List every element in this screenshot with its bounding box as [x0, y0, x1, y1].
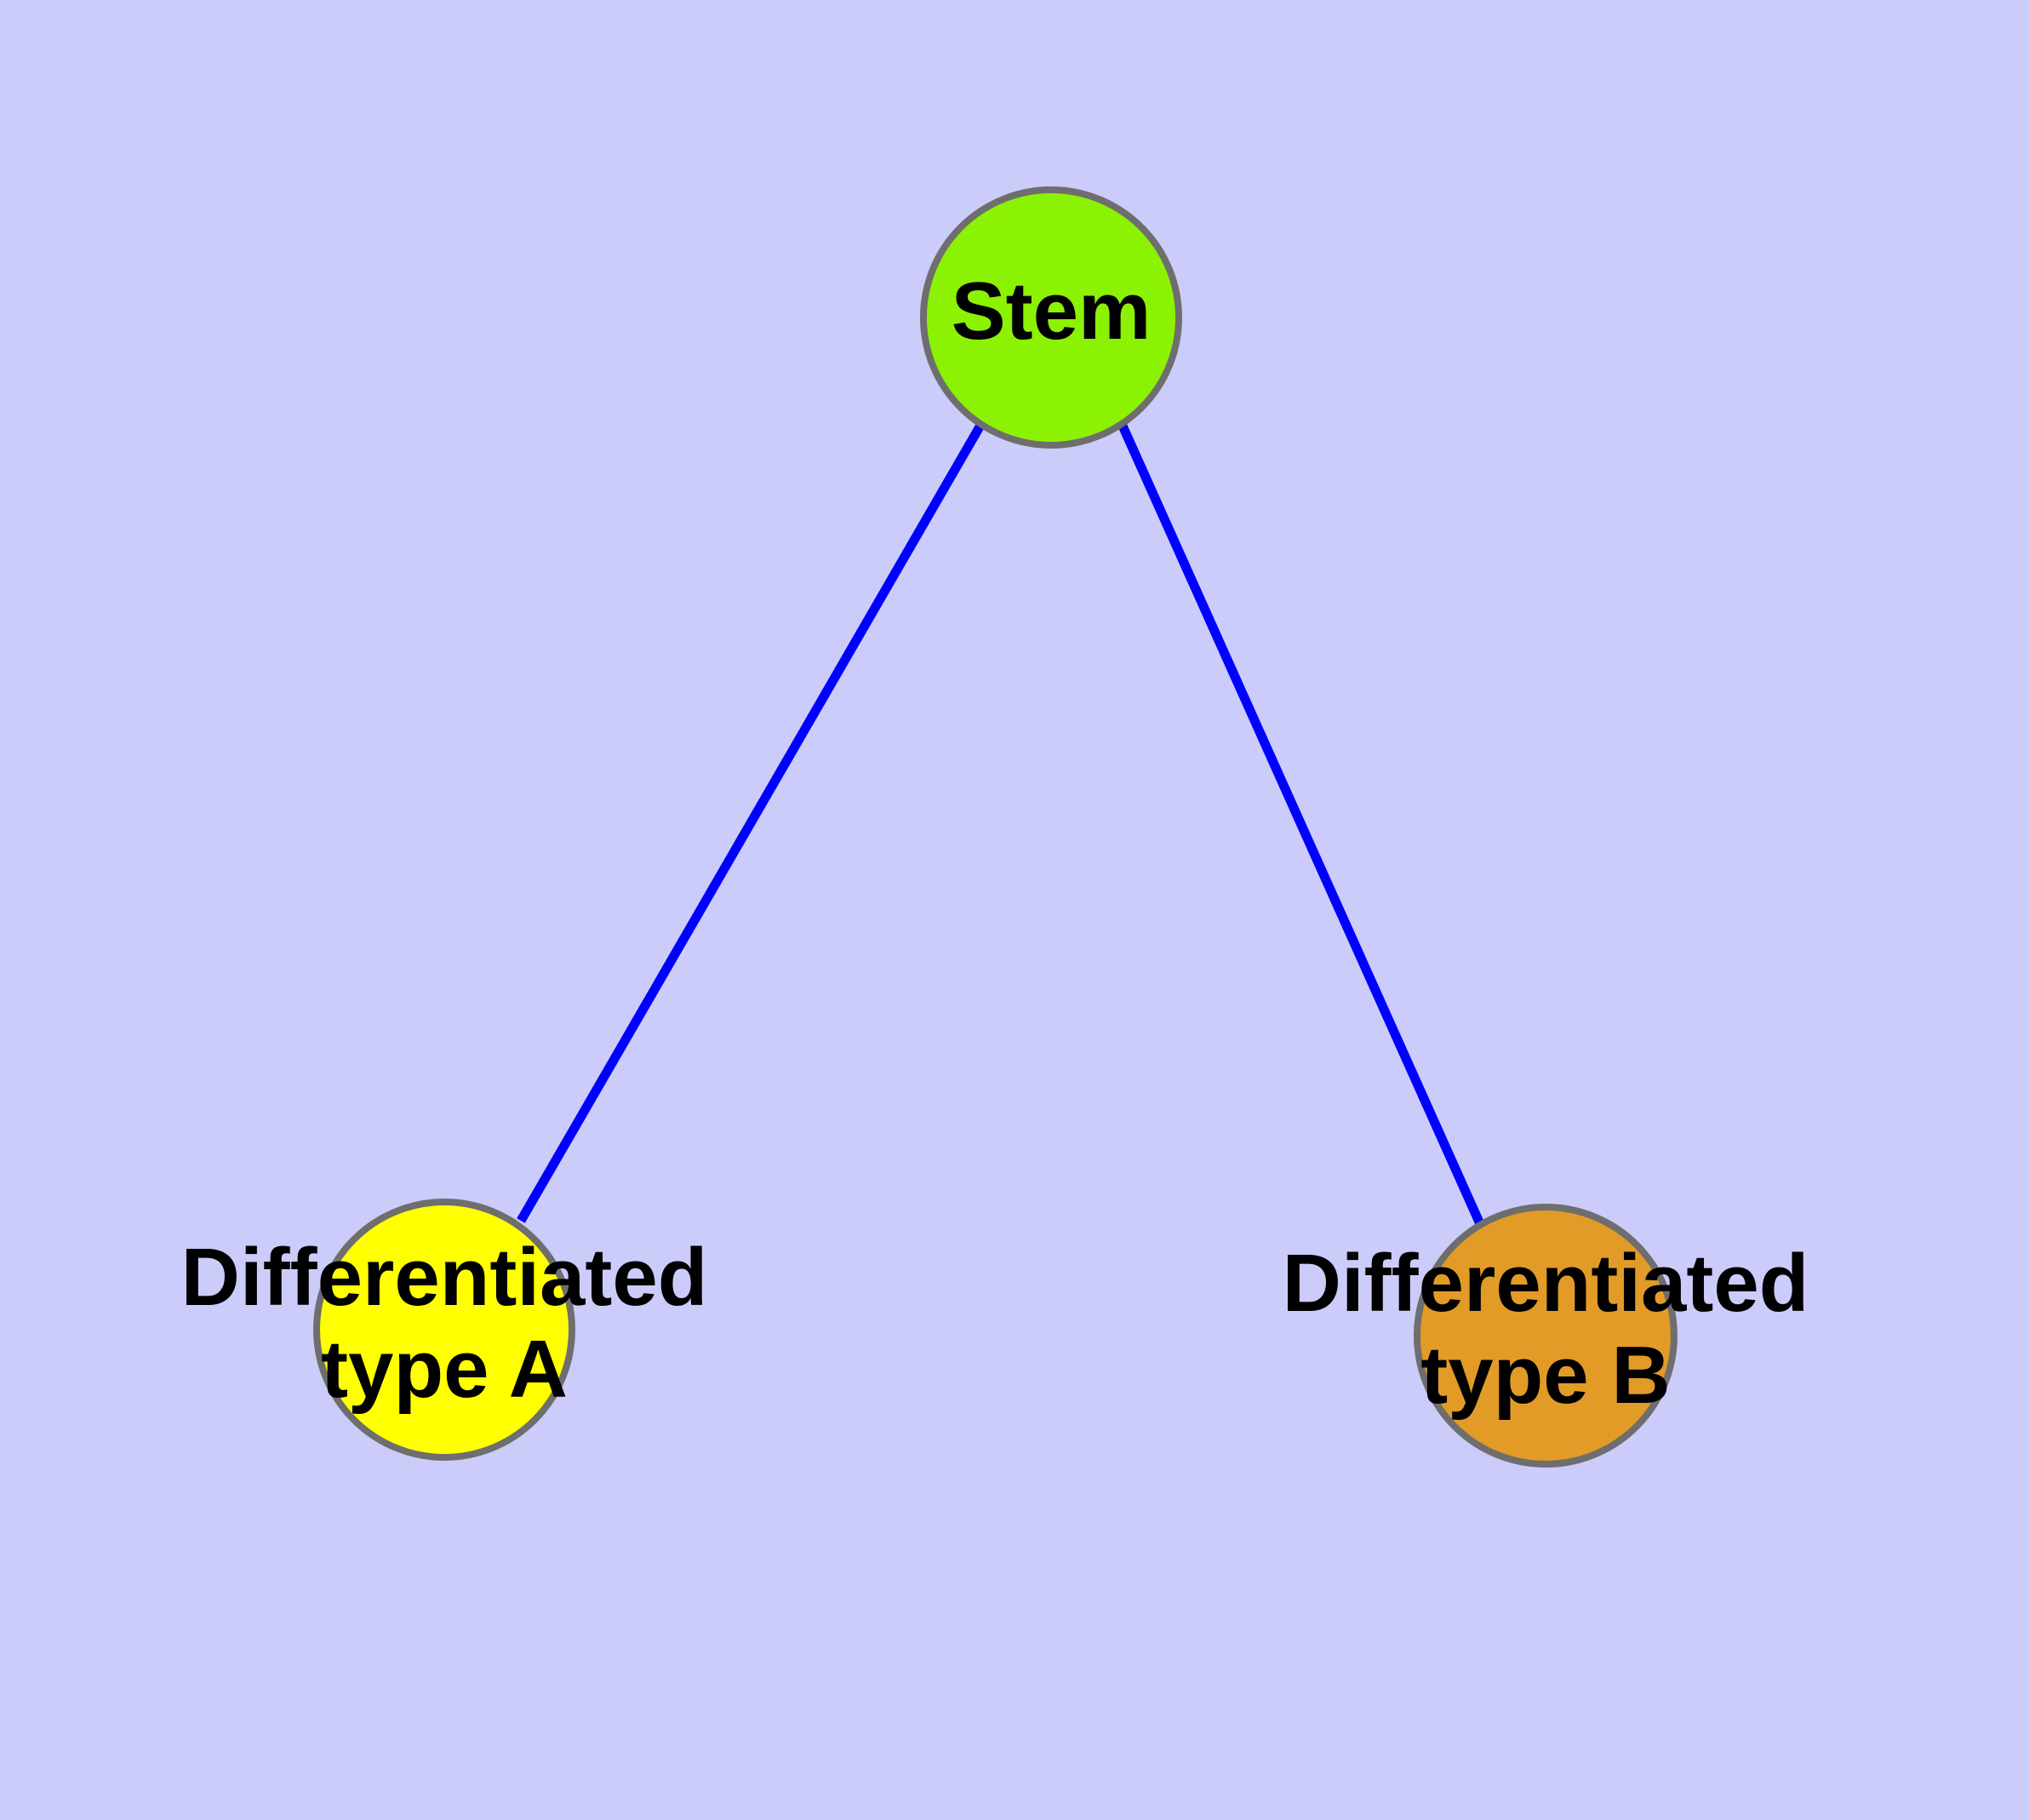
edge-stem-to-diff-b[interactable]: [1117, 421, 1486, 1228]
edge-stem-to-diff-a[interactable]: [517, 421, 986, 1223]
node-label-line: Stem: [952, 266, 1152, 357]
node-label-stem: Stem: [952, 266, 1152, 357]
edges-group: [517, 421, 1486, 1228]
node-diff-b[interactable]: [1414, 1204, 1677, 1468]
node-label-line: Differentiated: [1283, 1239, 1809, 1330]
node-diff-a[interactable]: [313, 1199, 575, 1461]
nodes-group: [313, 186, 1677, 1468]
node-stem[interactable]: [920, 186, 1182, 449]
node-label-line: Differentiated: [181, 1233, 708, 1324]
node-label-line: type B: [1420, 1330, 1670, 1421]
node-label-line: type A: [321, 1324, 568, 1415]
